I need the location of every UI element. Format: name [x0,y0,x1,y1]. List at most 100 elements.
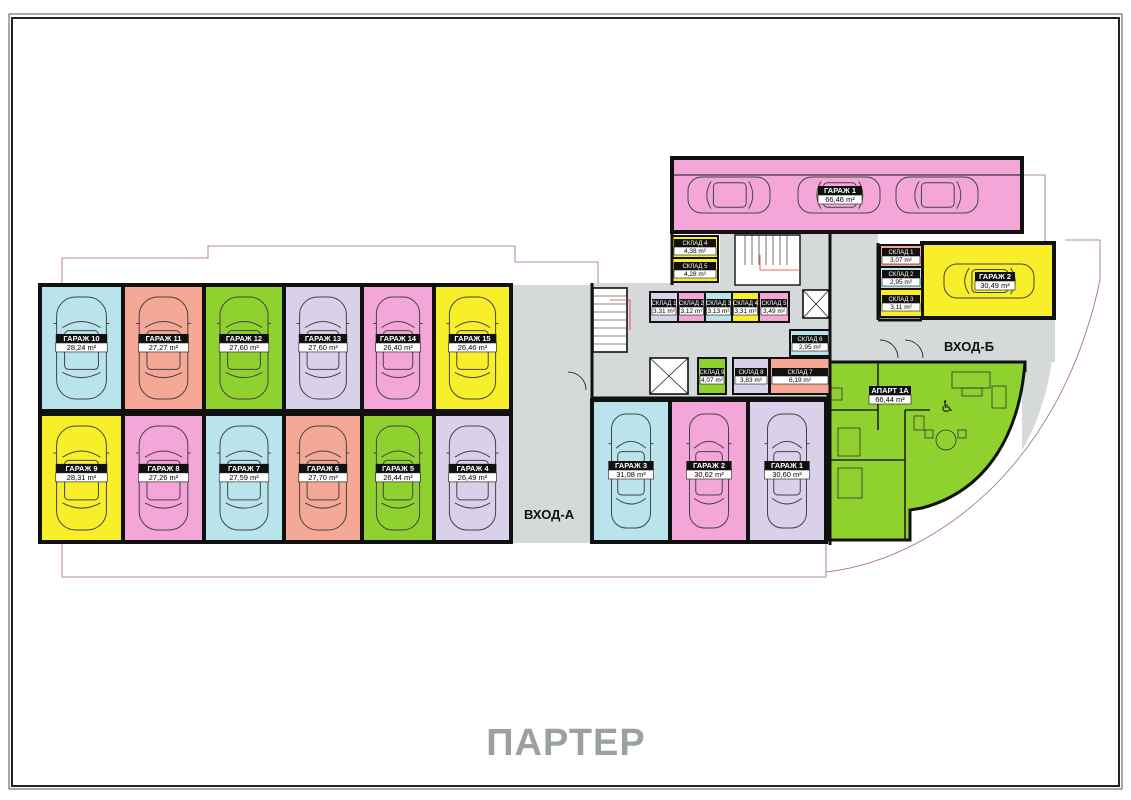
unit-name: СКЛАД 5 [682,264,708,270]
unit-name: ГАРАЖ 13 [305,334,341,343]
middle-garage-block: ГАРАЖ 331,08 m² ГАРАЖ 230,62 m² ГАРАЖ 130,… [590,398,828,544]
storage-room[interactable]: СКЛАД 33,13 m² [704,291,733,323]
unit-area: 30,62 m² [694,470,724,479]
unit-area: 27,60 m² [308,343,338,352]
outer-frame [8,13,1123,790]
unit-name: ГАРАЖ 3 [615,461,647,470]
unit-name: СКЛАД 9 [699,370,725,376]
unit-area: 3,07 m² [890,257,913,264]
unit-label: СКЛАД 13,07 m² [881,248,921,265]
unit-label: ГАРАЖ 928,31 m² [55,463,108,483]
unit-name: ГАРАЖ 11 [146,334,182,343]
unit-name: ГАРАЖ 14 [380,334,417,343]
unit-label: СКЛАД 83,83 m² [734,368,768,385]
unit-name: ГАРАЖ 1 [824,186,856,195]
storage-room[interactable]: СКЛАД 23,12 m² [677,291,706,323]
unit-name: ГАРАЖ 7 [228,464,260,473]
storage-room[interactable]: СКЛАД 43,31 m² [731,291,760,323]
unit-area: 2,95 m² [890,279,913,286]
garage-space[interactable]: ГАРАЖ 727,59 m² [202,412,286,544]
storage-room[interactable]: СКЛАД 22,95 m² [879,266,923,290]
garage-space[interactable]: ГАРАЖ 928,31 m² [38,412,125,544]
unit-name: ГАРАЖ 2 [979,272,1011,281]
unit-area: 4,28 m² [684,271,707,278]
garage-space[interactable]: ГАРАЖ 627,70 m² [282,412,364,544]
storage-room[interactable]: СКЛАД 62,95 m² [789,329,831,357]
site-outline [61,174,1101,578]
unit-area: 26,46 m² [458,343,488,352]
unit-name: СКЛАД 4 [733,301,759,307]
unit-name: ГАРАЖ 4 [457,464,490,473]
unit-label: ГАРАЖ 166,46 m² [817,186,863,205]
page-title: ПАРТЕР [486,722,646,764]
unit-name: ГАРАЖ 10 [63,334,99,343]
storage-room[interactable]: СКЛАД 13,07 m² [879,244,923,268]
unit-label: СКЛАД 22,95 m² [881,270,921,287]
storage-room[interactable]: СКЛАД 33,11 m² [879,288,923,318]
unit-name: ГАРАЖ 2 [693,461,725,470]
unit-name: СКЛАД 1 [651,301,677,307]
unit-label: СКЛАД 94,07 m² [699,368,725,385]
unit-label: ГАРАЖ 331,08 m² [608,461,654,480]
apartment-1a[interactable]: ♿ [826,360,1027,542]
unit-area: 26,49 m² [458,473,488,482]
storage-room[interactable]: СКЛАД 44,38 m² [671,235,719,259]
unit-area: 30,49 m² [980,281,1010,290]
unit-area: 6,19 m² [789,377,812,384]
unit-label: СКЛАД 62,95 m² [791,335,829,352]
unit-name: СКЛАД 1 [888,250,914,256]
unit-area: 3,31 m² [734,308,757,315]
unit-area: 31,08 m² [616,470,646,479]
unit-area: 3,49 m² [763,308,786,315]
unit-area: 27,26 m² [149,473,179,482]
garage-space[interactable]: ГАРАЖ 230,62 m² [668,398,750,544]
unit-area: 3,31 m² [653,308,676,315]
unit-area: 30,60 m² [772,470,802,479]
unit-name: СКЛАД 4 [682,241,708,247]
entrance-a-label: ВХОД-А [524,507,575,522]
storage-room[interactable]: СКЛАД 13,31 m² [649,291,679,323]
storage-room[interactable]: СКЛАД 83,83 m² [732,357,770,395]
unit-area: 3,12 m² [680,308,703,315]
unit-area: 66,46 m² [825,195,855,204]
garage-right-car: ГАРАЖ 230,49 m² [943,263,1035,299]
unit-area: 28,31 m² [67,473,97,482]
unit-label: СКЛАД 23,12 m² [679,299,705,316]
car-icon [895,176,979,214]
garage-space[interactable]: ГАРАЖ 331,08 m² [590,398,672,544]
unit-name: СКЛАД 5 [761,301,787,307]
unit-area: 4,38 m² [684,248,707,255]
unit-name: ГАРАЖ 15 [454,334,490,343]
stairs-and-lifts [567,232,1027,545]
garage-space[interactable]: ГАРАЖ 526,44 m² [360,412,436,544]
storage-room[interactable]: СКЛАД 94,07 m² [697,357,727,395]
unit-name: СКЛАД 2 [888,272,914,278]
storage-room[interactable]: СКЛАД 54,28 m² [671,257,719,283]
storage-room[interactable]: СКЛАД 53,49 m² [758,291,790,323]
garage-space[interactable]: ГАРАЖ 426,49 m² [432,412,513,544]
unit-area: 27,70 m² [308,473,338,482]
storage-room[interactable]: СКЛАД 76,19 m² [769,357,831,395]
stair-arrow-icon [610,255,800,330]
unit-area: 26,40 m² [383,343,413,352]
unit-area: 3,13 m² [707,308,730,315]
unit-name: АПАРТ 1А [871,386,909,395]
unit-area: 66,44 m² [875,395,905,404]
unit-name: ГАРАЖ 8 [148,464,180,473]
garage-space[interactable]: ГАРАЖ 130,60 m² [746,398,828,544]
unit-label: СКЛАД 54,28 m² [673,262,717,279]
accessible-icon: ♿ [940,397,954,416]
unit-label: ГАРАЖ 130,60 m² [764,461,810,480]
garage-space[interactable]: ГАРАЖ 827,26 m² [121,412,206,544]
